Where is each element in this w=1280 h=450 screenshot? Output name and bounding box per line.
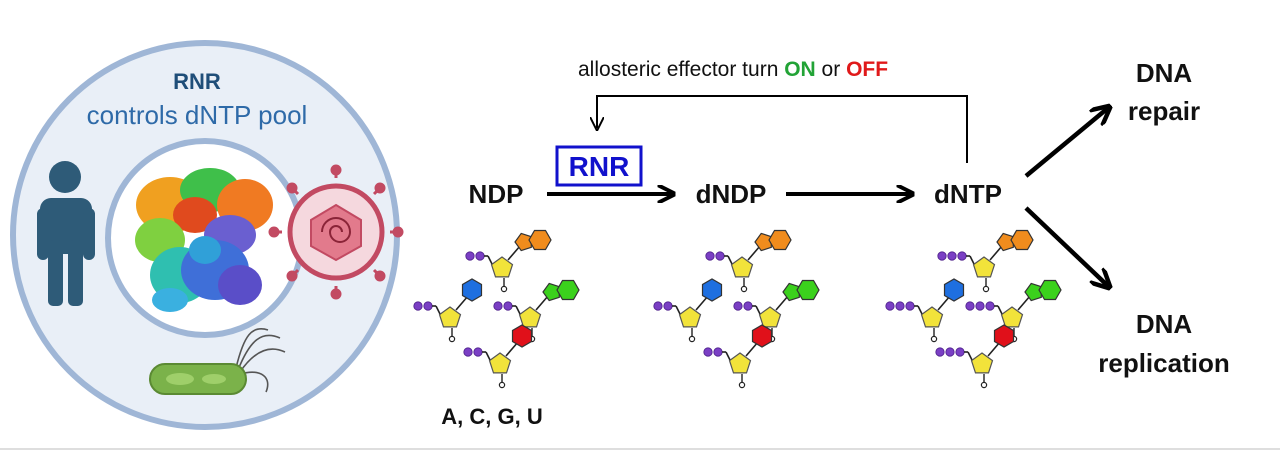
nucleotide-icon (703, 324, 773, 389)
product-label: dNTP (934, 179, 1002, 209)
feedback-prefix: allosteric effector turn (578, 58, 784, 81)
nucleotide-icon (653, 278, 723, 343)
substrate-label: NDP (469, 179, 524, 209)
nucleotide-icon (885, 278, 965, 343)
ndp-nucleotide-cluster (413, 229, 580, 389)
virus-icon (268, 164, 404, 300)
replication-line1: DNA (1136, 309, 1193, 339)
nucleotide-icon (705, 229, 792, 293)
feedback-on: ON (784, 58, 816, 81)
intermediate-label: dNDP (696, 179, 767, 209)
nucleotide-icon (733, 279, 820, 343)
enzyme-label: RNR (569, 151, 630, 182)
human-figure-icon (37, 161, 95, 306)
circle-title: RNR (173, 69, 221, 94)
nucleotide-icon (463, 324, 533, 389)
bases-caption: A, C, G, U (441, 404, 542, 429)
repair-line1: DNA (1136, 58, 1193, 88)
nucleotide-icon (965, 279, 1062, 343)
circle-subtitle: controls dNTP pool (87, 100, 308, 130)
feedback-label: allosteric effector turn ON or OFF (578, 58, 888, 81)
repair-line2: repair (1128, 96, 1200, 126)
replication-line2: replication (1098, 348, 1229, 378)
feedback-middle: or (816, 58, 846, 81)
nucleotide-icon (493, 279, 580, 343)
nucleotide-icon (937, 229, 1034, 293)
feedback-arrow (597, 95, 968, 163)
nucleotide-icon (465, 229, 552, 293)
replication-arrow (1024, 206, 1108, 286)
nucleotide-icon (413, 278, 483, 343)
bacterium-icon (149, 328, 286, 395)
repair-arrow (1024, 108, 1108, 178)
feedback-off: OFF (846, 58, 888, 81)
dndp-nucleotide-cluster (653, 229, 820, 389)
nucleotide-icon (935, 324, 1015, 389)
dntp-nucleotide-cluster (885, 229, 1062, 389)
enzyme-box (555, 145, 643, 187)
rnr-protein-icon (135, 168, 273, 312)
